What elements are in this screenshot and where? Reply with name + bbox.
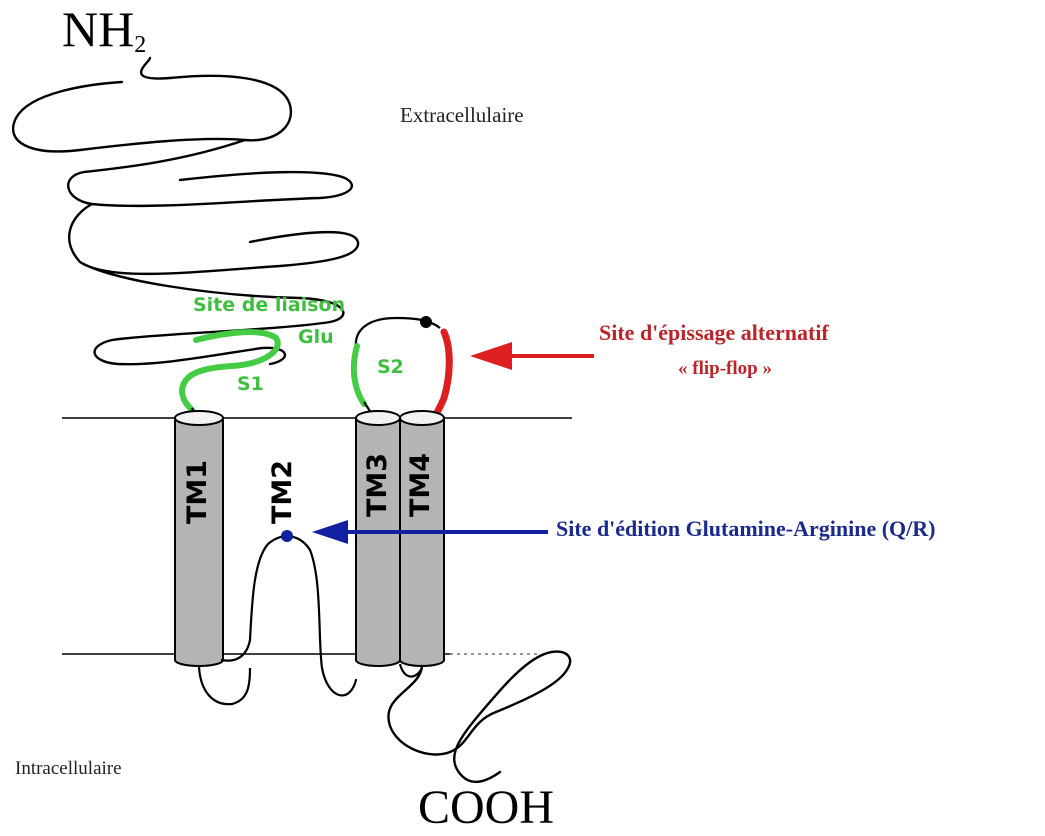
glu-binding-site-label: Site de liaison <box>193 294 345 316</box>
s1-label: S1 <box>237 373 264 395</box>
glu-binding-site-label-line2: Glu <box>298 326 334 348</box>
tm4-label: TM4 <box>406 440 436 530</box>
intracellular-label: Intracellulaire <box>15 758 122 780</box>
edit-arrow-head <box>312 520 348 544</box>
tm1-intracellular-loop <box>199 666 250 704</box>
c-terminus-label: COOH <box>418 784 554 832</box>
s1-segment <box>182 332 278 410</box>
s2-label: S2 <box>377 356 404 378</box>
extracellular-label: Extracellulaire <box>400 103 524 128</box>
tm2-reentrant-loop <box>222 536 356 695</box>
c-terminal-chain <box>388 652 570 782</box>
splice-arrow-head <box>470 342 512 370</box>
tm3-label: TM3 <box>363 440 393 530</box>
tm2-label: TM2 <box>268 447 298 537</box>
n-terminus-label: NH2 <box>62 4 146 54</box>
flip-flop-label: « flip-flop » <box>678 358 772 380</box>
tm1-label: TM1 <box>183 447 213 537</box>
loop-marker-dot <box>420 316 432 328</box>
edit-site-label: Site d'édition Glutamine-Arginine (Q/R) <box>556 516 936 542</box>
s2-segment <box>354 346 364 404</box>
n-terminal-chain <box>13 58 358 364</box>
flip-flop-segment <box>434 332 449 418</box>
splice-site-label: Site d'épissage alternatif <box>599 320 829 346</box>
